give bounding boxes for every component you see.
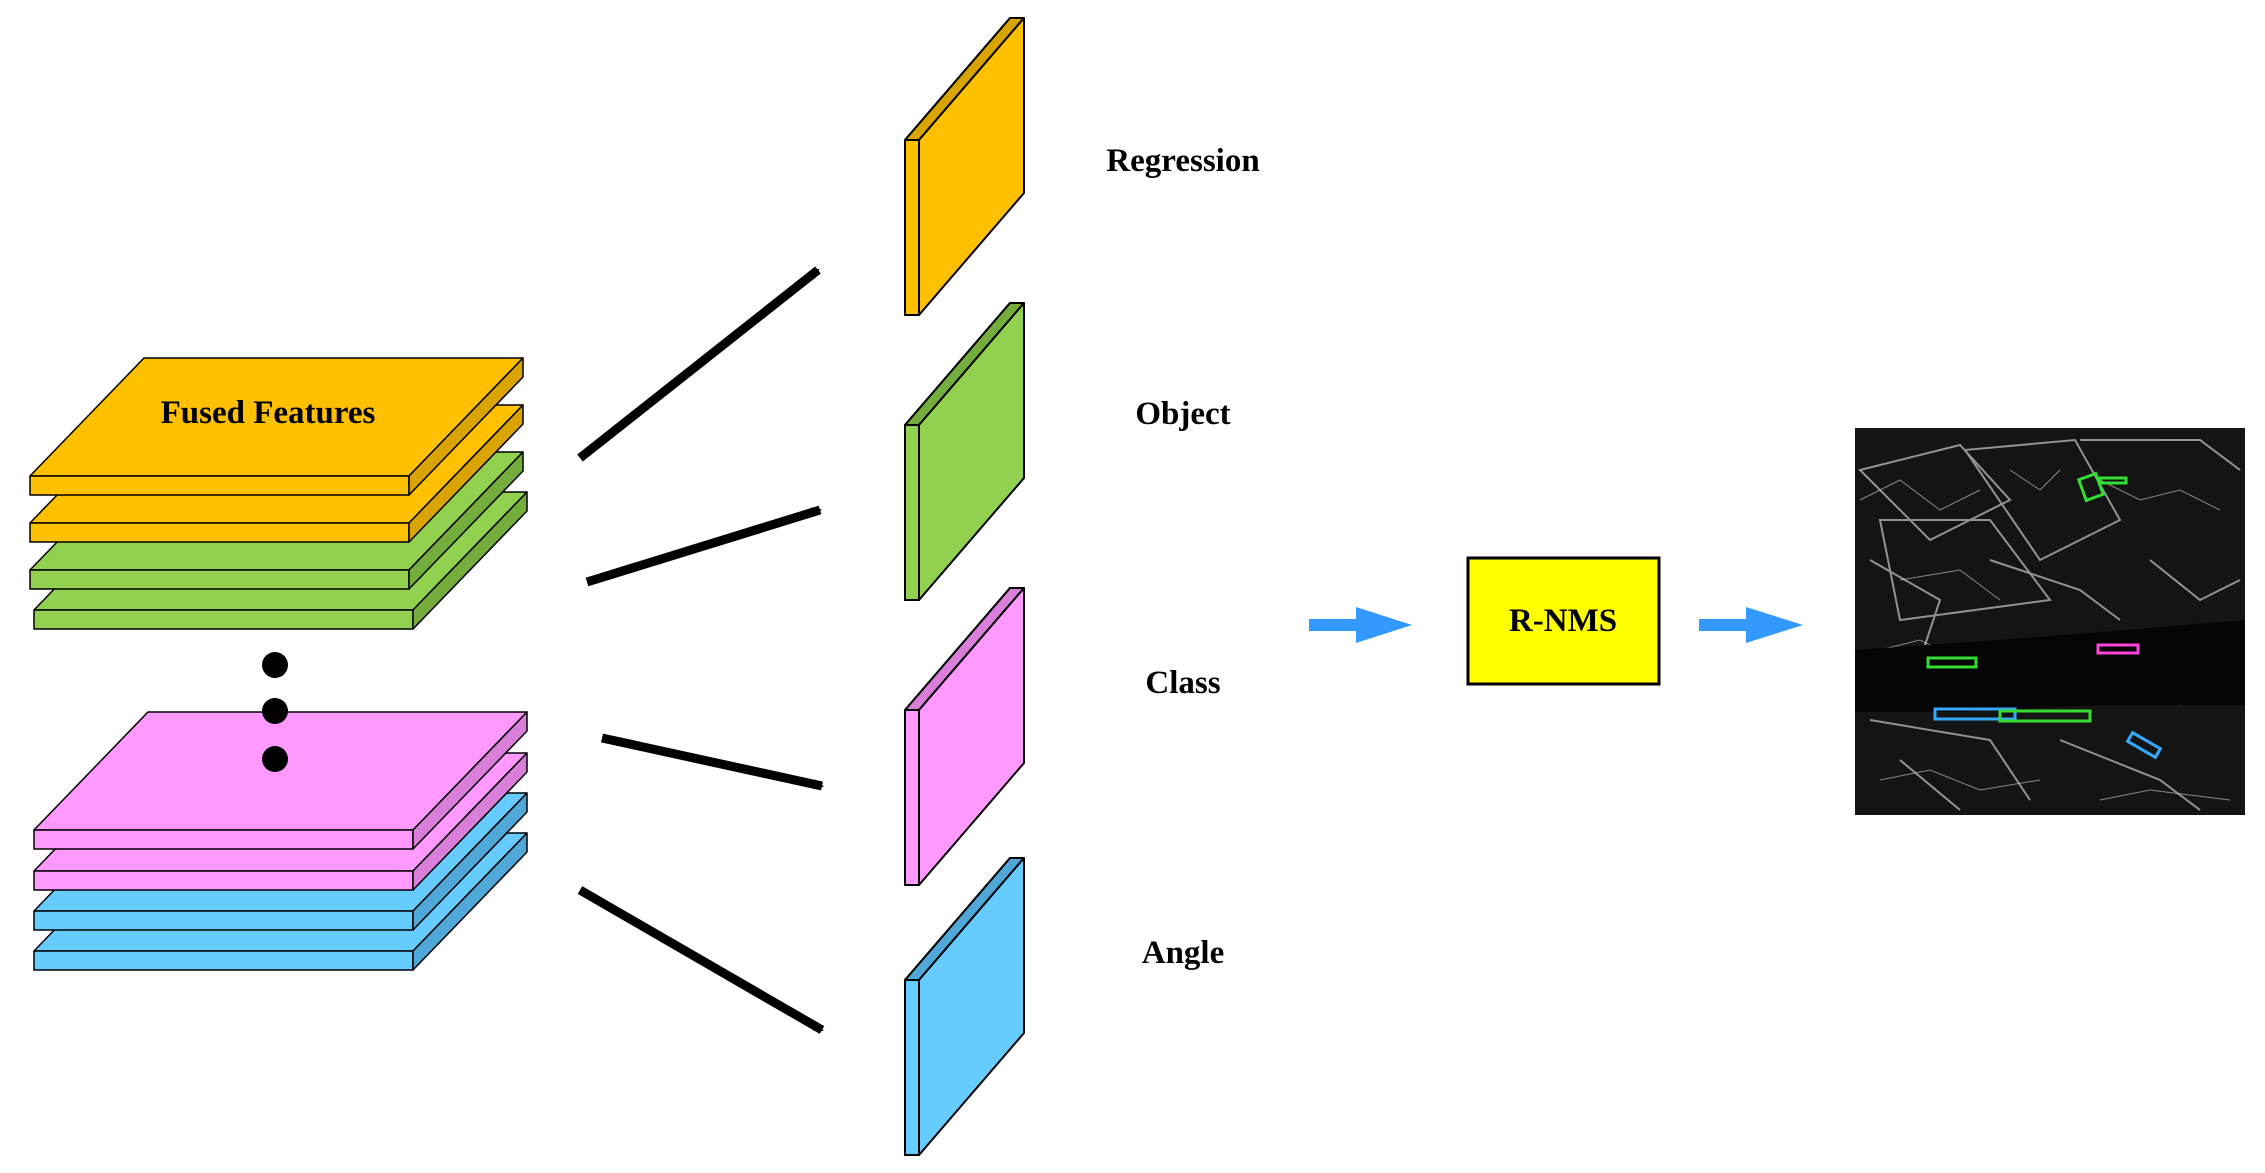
detection-box <box>1998 709 2092 723</box>
head-arrows <box>577 266 825 1034</box>
regression-label: Regression <box>1106 143 1259 179</box>
detection-box <box>2098 476 2128 485</box>
object-label: Object <box>1135 396 1230 432</box>
rnms-label: R-NMS <box>1509 603 1617 639</box>
rnms-box <box>1466 556 1661 686</box>
fused-feature-stack <box>29 357 528 971</box>
detection-box <box>2125 730 2163 760</box>
class-label: Class <box>1145 665 1220 701</box>
detection-box <box>1933 707 2017 721</box>
right-arrow-icon <box>1309 607 1412 643</box>
arrow-to-regression <box>577 266 821 462</box>
class-head-block <box>904 587 1025 886</box>
detection-box <box>1926 656 1978 669</box>
object-head-block <box>904 302 1025 601</box>
prediction-heads <box>904 17 1025 1156</box>
arrow-to-object <box>585 505 822 587</box>
arrow-to-class <box>601 733 824 791</box>
feature-layer-orange-1 <box>29 357 524 496</box>
vertical-dots-icon <box>262 652 288 772</box>
feature-layer-pink-1 <box>33 711 528 850</box>
detection-box <box>2096 643 2140 655</box>
angle-label: Angle <box>1142 935 1225 971</box>
fused-features-label: Fused Features <box>161 395 376 431</box>
angle-head-block <box>904 857 1025 1156</box>
right-arrow-icon-2 <box>1699 607 1803 643</box>
regression-head-block <box>904 17 1025 316</box>
detection-result-image <box>1855 428 2245 815</box>
arrow-to-angle <box>577 886 825 1034</box>
